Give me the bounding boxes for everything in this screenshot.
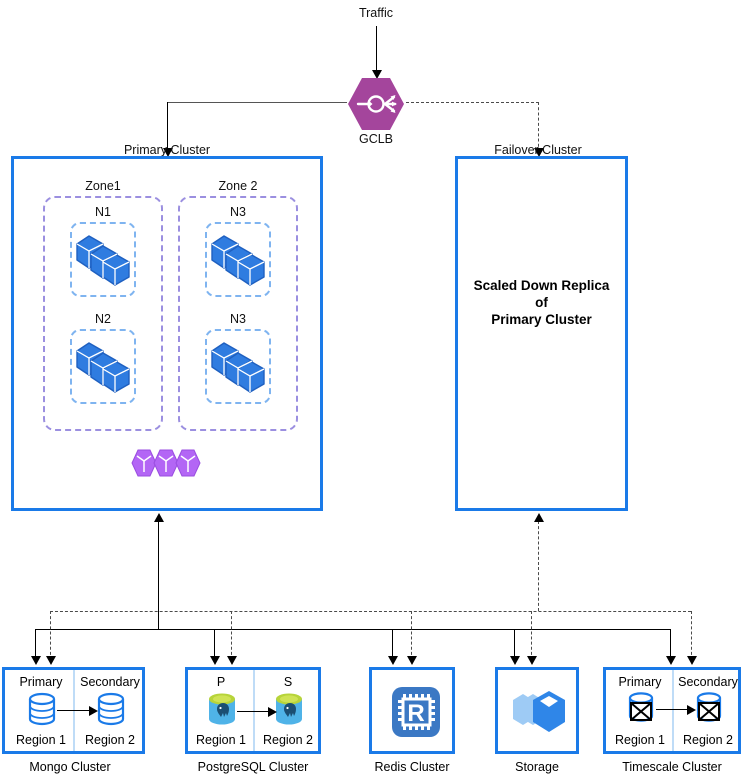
gclb-to-failover-h-line xyxy=(406,102,539,103)
purple-hexagon-cubes-icon xyxy=(130,447,206,490)
k8s-pods-icon xyxy=(208,230,270,293)
node-label-n3-a: N3 xyxy=(230,205,246,219)
k8s-pods-icon xyxy=(73,230,135,293)
failover-bus-riser xyxy=(538,521,539,611)
drop-solid-timescale-arrow xyxy=(665,656,676,665)
failover-body-line3: Primary Cluster xyxy=(491,312,592,327)
svg-text:R: R xyxy=(407,700,424,727)
redis-chip-icon: R xyxy=(388,683,444,746)
mongodb-cylinder-icon xyxy=(27,692,57,731)
drop-solid-mongo-arrow xyxy=(30,656,41,665)
store-name-storage: Storage xyxy=(515,760,559,774)
timescale-secondary-role: Secondary xyxy=(678,675,738,689)
store-name-redis: Redis Cluster xyxy=(374,760,450,774)
drop-dashed-redis xyxy=(411,611,412,660)
node-label-n3-b: N3 xyxy=(230,312,246,326)
traffic-to-gclb-arrow xyxy=(371,70,382,79)
drop-solid-mongo xyxy=(35,629,36,660)
postgres-secondary-role: S xyxy=(283,675,293,689)
gclb-node[interactable] xyxy=(346,76,406,132)
postgres-replication-line xyxy=(237,711,269,712)
mongo-primary-region: Region 1 xyxy=(15,733,67,747)
timescale-replication-line xyxy=(656,709,688,710)
failover-cluster-box[interactable]: Scaled Down Replica of Primary Cluster xyxy=(455,156,628,511)
store-box-mongo[interactable]: Primary Secondary Region 1 Region 2 xyxy=(2,667,145,754)
failover-bus-arrow-up xyxy=(533,513,544,522)
node-label-n2: N2 xyxy=(95,312,111,326)
drop-dashed-storage-arrow xyxy=(526,656,537,665)
gclb-to-failover-v-line xyxy=(538,102,539,152)
primary-bus-line xyxy=(35,629,670,630)
storage-cube-icon xyxy=(509,684,569,747)
mongodb-cylinder-icon xyxy=(96,692,126,731)
node-label-n1: N1 xyxy=(95,205,111,219)
failover-body-line2: of xyxy=(535,295,548,310)
timescaledb-cylinder-icon xyxy=(626,691,656,730)
mongo-replication-arrow xyxy=(89,705,98,716)
store-box-redis[interactable]: R xyxy=(369,667,455,754)
store-divider xyxy=(253,670,255,751)
gclb-to-primary-arrow xyxy=(162,148,173,157)
drop-solid-timescale xyxy=(670,629,671,660)
postgres-secondary-region: Region 2 xyxy=(262,733,314,747)
store-box-postgresql[interactable]: P S Region 1 Region 2 xyxy=(185,667,321,754)
drop-dashed-mongo-arrow xyxy=(45,656,56,665)
store-name-timescale: Timescale Cluster xyxy=(622,760,722,774)
failover-cluster-label: Failover Cluster xyxy=(494,143,582,157)
drop-dashed-mongo xyxy=(50,611,51,660)
drop-solid-redis xyxy=(392,629,393,660)
drop-solid-redis-arrow xyxy=(387,656,398,665)
mongo-secondary-role: Secondary xyxy=(80,675,140,689)
mongo-primary-role: Primary xyxy=(19,675,63,689)
zone-box-zone2[interactable] xyxy=(178,196,298,431)
drop-solid-storage xyxy=(514,629,515,660)
timescale-primary-region: Region 1 xyxy=(614,733,666,747)
zone1-label: Zone1 xyxy=(85,179,121,193)
node-box-n3-a[interactable] xyxy=(205,222,271,297)
failover-body-line1: Scaled Down Replica xyxy=(473,278,610,293)
traffic-label: Traffic xyxy=(358,6,394,20)
gclb-to-primary-h-line xyxy=(167,102,347,103)
drop-solid-storage-arrow xyxy=(509,656,520,665)
drop-solid-postgres xyxy=(214,629,215,660)
drop-solid-postgres-arrow xyxy=(209,656,220,665)
zone-box-zone1[interactable] xyxy=(43,196,163,431)
store-divider xyxy=(672,670,674,751)
mongo-replication-line xyxy=(57,710,90,711)
traffic-to-gclb-line xyxy=(376,26,377,72)
zone2-label: Zone 2 xyxy=(218,179,258,193)
timescaledb-cylinder-icon xyxy=(694,691,724,730)
store-name-postgresql: PostgreSQL Cluster xyxy=(197,760,309,774)
k8s-pods-icon xyxy=(208,337,270,400)
drop-dashed-postgres xyxy=(231,611,232,660)
timescale-primary-role: Primary xyxy=(618,675,662,689)
drop-dashed-storage xyxy=(531,611,532,660)
postgresql-elephant-icon xyxy=(207,691,237,732)
gclb-to-primary-v-line xyxy=(167,102,168,152)
primary-cluster-label: Primary Cluster xyxy=(123,143,211,157)
store-box-timescale[interactable]: Primary Secondary Region 1 Region 2 xyxy=(603,667,741,754)
gclb-to-failover-arrow xyxy=(533,148,544,157)
store-box-storage[interactable] xyxy=(495,667,579,754)
primary-bus-arrow-up xyxy=(153,513,164,522)
postgres-replication-arrow xyxy=(268,706,277,717)
timescale-replication-arrow xyxy=(687,704,696,715)
postgresql-elephant-icon xyxy=(274,691,304,732)
drop-dashed-timescale-arrow xyxy=(686,656,697,665)
drop-dashed-timescale xyxy=(691,611,692,660)
postgres-primary-region: Region 1 xyxy=(195,733,247,747)
drop-dashed-redis-arrow xyxy=(406,656,417,665)
gclb-label: GCLB xyxy=(358,132,394,146)
postgres-primary-role: P xyxy=(216,675,226,689)
store-name-mongo: Mongo Cluster xyxy=(29,760,111,774)
node-box-n3-b[interactable] xyxy=(205,329,271,404)
timescale-secondary-region: Region 2 xyxy=(682,733,734,747)
node-box-n1[interactable] xyxy=(70,222,136,297)
node-box-n2[interactable] xyxy=(70,329,136,404)
primary-bus-riser xyxy=(158,521,159,629)
drop-dashed-postgres-arrow xyxy=(226,656,237,665)
mongo-secondary-region: Region 2 xyxy=(84,733,136,747)
failover-bus-line xyxy=(50,611,691,612)
k8s-pods-icon xyxy=(73,337,135,400)
